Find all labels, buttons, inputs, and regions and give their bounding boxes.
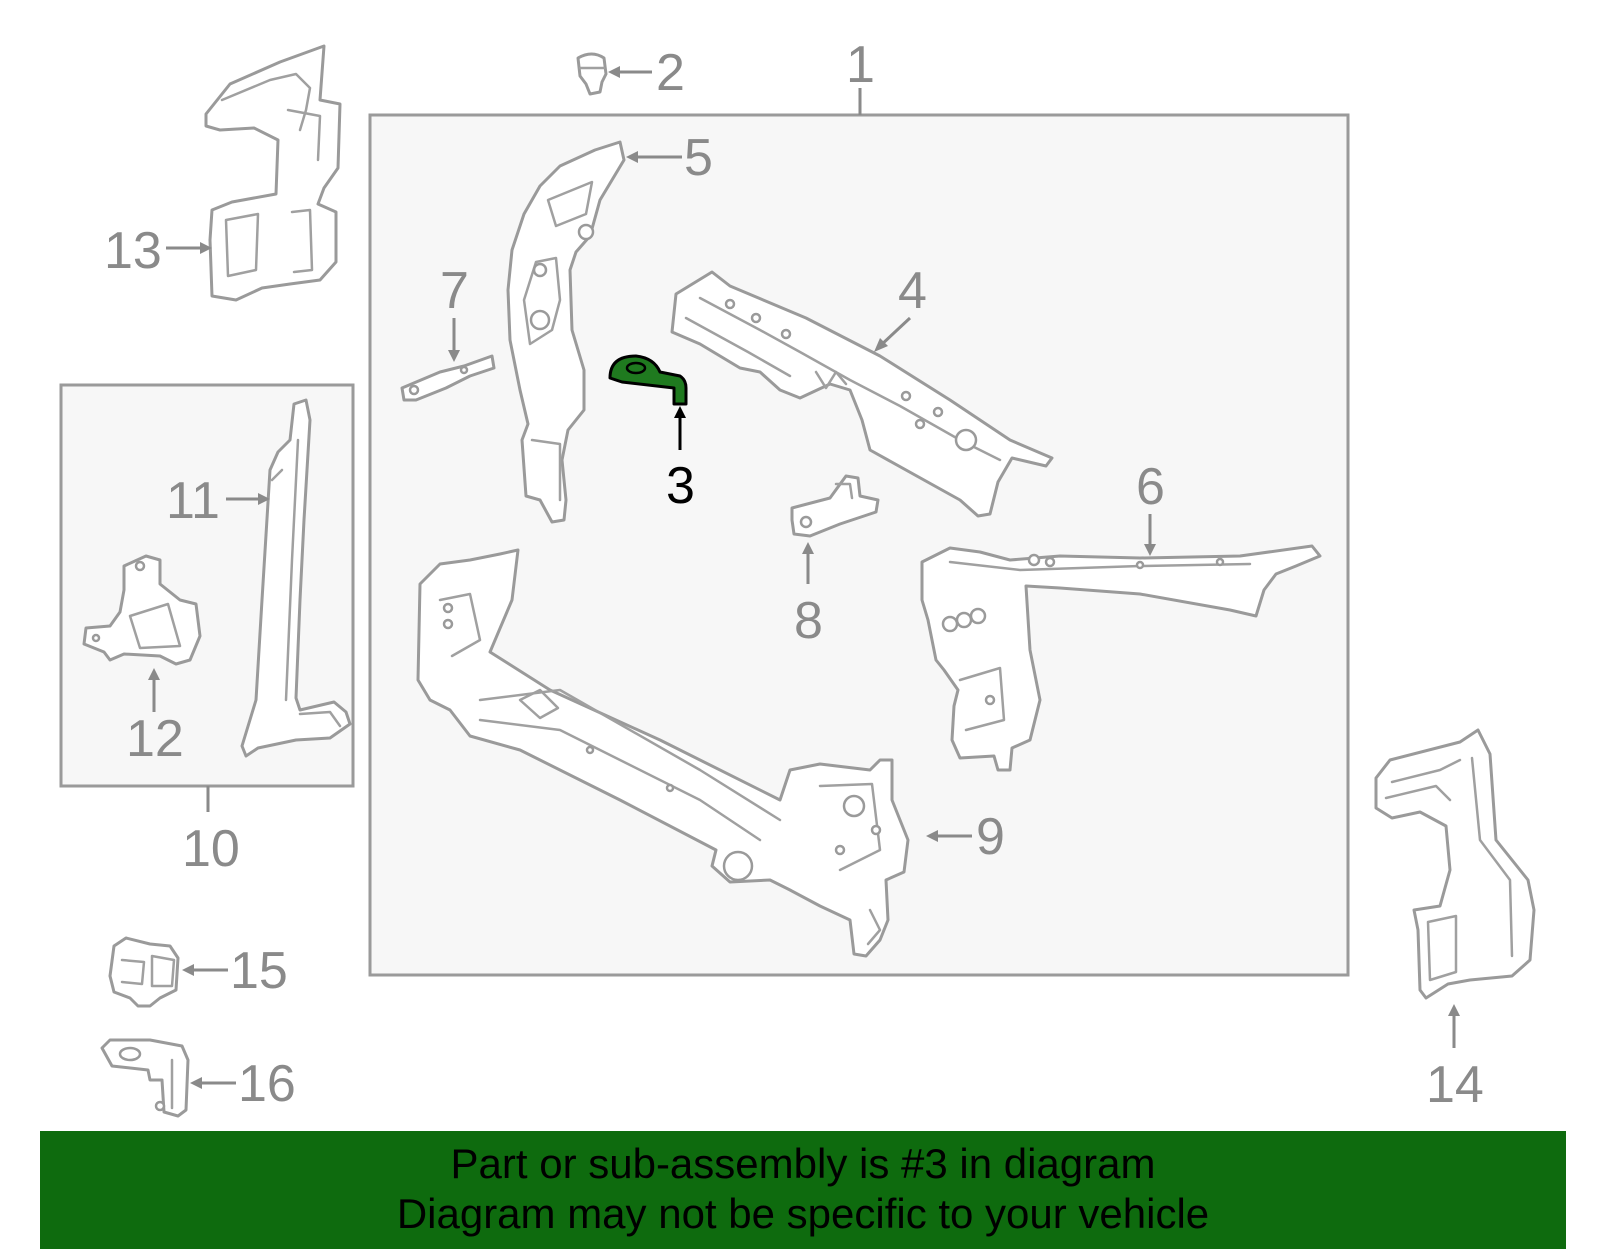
part-9-lower-tie-bar[interactable] (416, 548, 910, 958)
callout-4[interactable]: 4 (898, 262, 927, 320)
part-16-bracket[interactable] (100, 1038, 190, 1118)
callout-10[interactable]: 10 (182, 820, 240, 878)
callout-6[interactable]: 6 (1136, 458, 1165, 516)
banner-line-1: Part or sub-assembly is #3 in diagram (450, 1140, 1156, 1187)
callout-15[interactable]: 15 (230, 942, 288, 1000)
callout-14[interactable]: 14 (1426, 1056, 1484, 1114)
callout-9[interactable]: 9 (976, 808, 1005, 866)
callout-1[interactable]: 1 (846, 36, 875, 94)
part-5-side-support[interactable] (506, 140, 626, 524)
info-banner: Part or sub-assembly is #3 in diagram Di… (40, 1131, 1566, 1249)
banner-line-2: Diagram may not be specific to your vehi… (396, 1190, 1210, 1237)
part-4-upper-tie-bar[interactable] (670, 270, 1054, 518)
part-3-bracket-highlighted[interactable] (608, 354, 688, 406)
part-6-side-member[interactable] (920, 544, 1322, 772)
callout-11[interactable]: 11 (166, 472, 220, 530)
callout-3[interactable]: 3 (666, 457, 695, 515)
part-15-connector[interactable] (108, 936, 180, 1008)
callout-12[interactable]: 12 (126, 710, 184, 768)
callout-7[interactable]: 7 (440, 262, 469, 320)
callout-16[interactable]: 16 (238, 1055, 296, 1113)
part-14-deflector[interactable] (1374, 728, 1536, 1000)
part-8-bracket[interactable] (790, 474, 880, 538)
part-7-bracket[interactable] (400, 354, 496, 402)
callout-2[interactable]: 2 (656, 44, 685, 102)
part-13-deflector[interactable] (204, 44, 342, 302)
callout-13[interactable]: 13 (104, 222, 162, 280)
callout-5[interactable]: 5 (684, 129, 713, 187)
part-11-pillar[interactable] (240, 398, 352, 758)
part-12-bracket[interactable] (82, 554, 202, 666)
callout-8[interactable]: 8 (794, 592, 823, 650)
part-2-clip[interactable] (576, 52, 608, 96)
